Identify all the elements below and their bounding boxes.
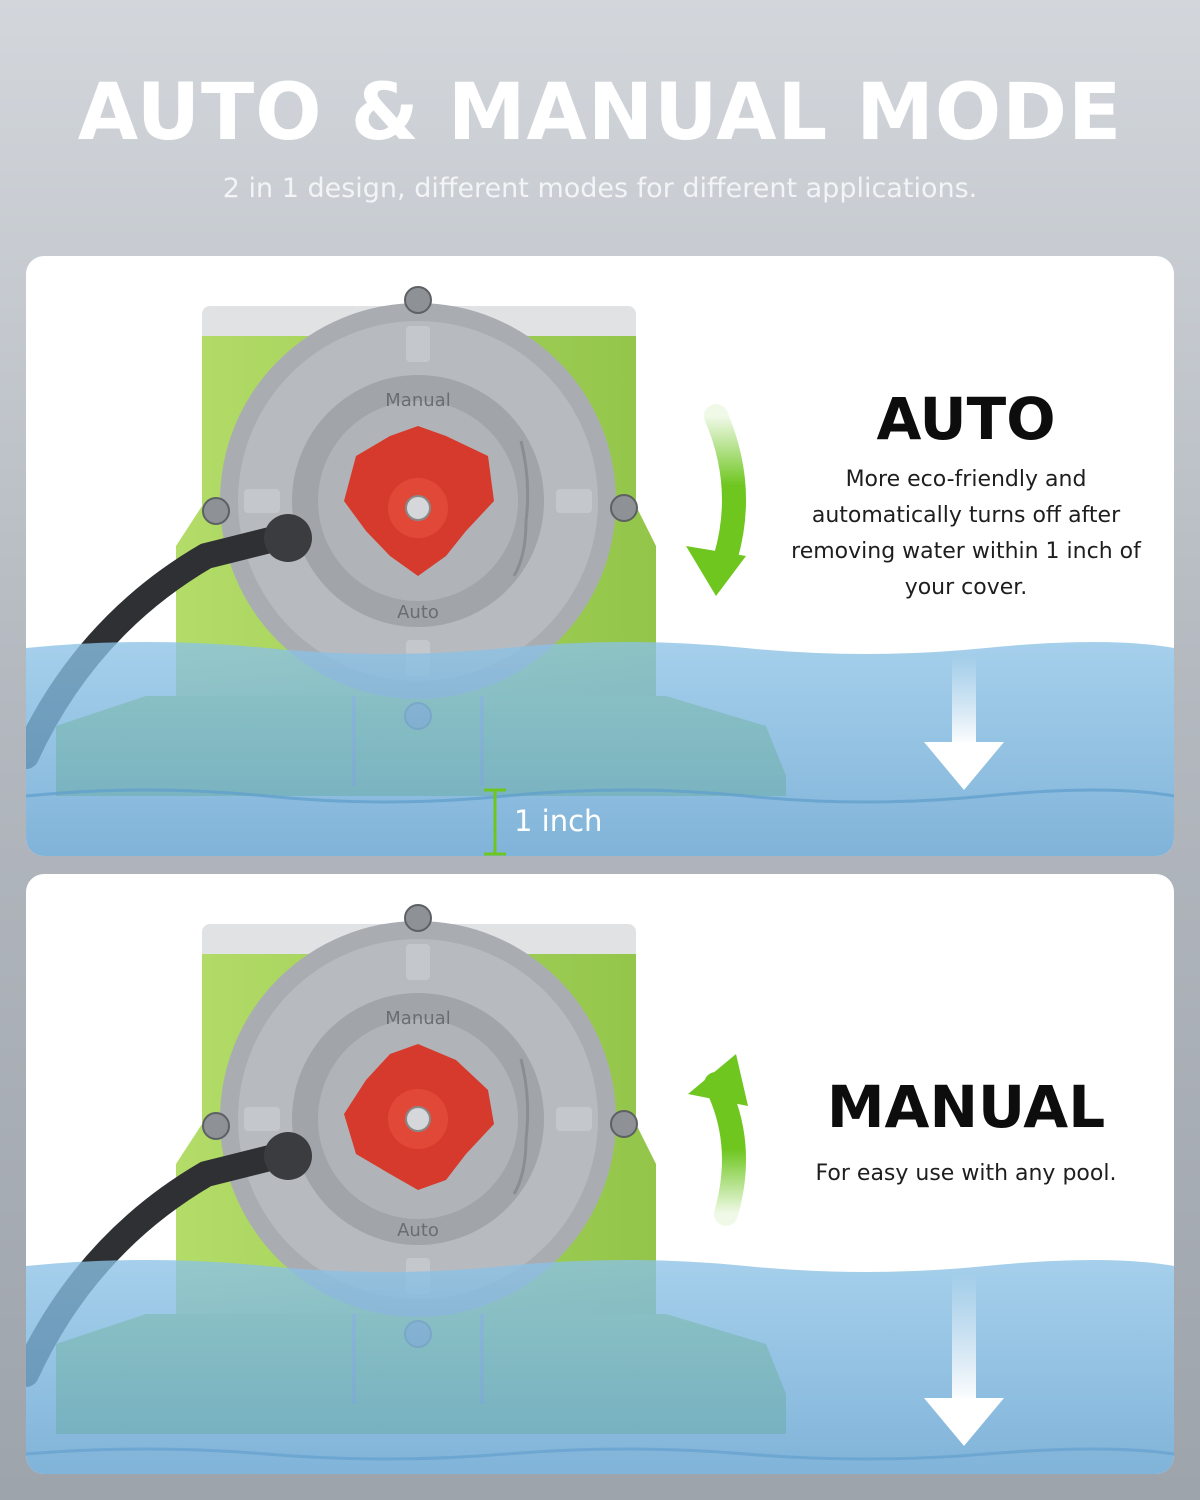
mode-knob-icon[interactable] [344, 1044, 494, 1190]
mode-knob-icon[interactable] [344, 426, 494, 576]
cable-grommet [264, 514, 312, 562]
white-down-arrow-icon [924, 656, 1004, 790]
dial-rotation-arrow-icon [519, 1058, 530, 1140]
manual-pump-illustration: Manual Auto [26, 904, 1174, 1474]
curved-arrow-up-icon [688, 1054, 748, 1226]
dial-rotation-arrow-icon [519, 440, 530, 522]
auto-mode-title: AUTO [876, 385, 1056, 453]
manual-mode-panel: Manual Auto MANUAL For easy use with any… [26, 874, 1174, 1474]
cable-grommet [264, 1132, 312, 1180]
page-title: AUTO & MANUAL MODE [77, 68, 1123, 158]
manual-mode-title: MANUAL [826, 1073, 1106, 1141]
white-down-arrow-icon [924, 1274, 1004, 1446]
dial-label-manual: Manual [385, 1008, 450, 1029]
auto-mode-description: More eco-friendly and automatically turn… [791, 467, 1141, 600]
auto-mode-panel: Manual Auto AUTO More eco-friendly and a… [26, 256, 1174, 856]
page-subtitle: 2 in 1 design, different modes for diffe… [222, 173, 978, 204]
dial-label-manual: Manual [385, 390, 450, 411]
one-inch-marker [484, 788, 506, 856]
dial-label-auto: Auto [397, 602, 439, 623]
auto-pump-illustration: Manual Auto [26, 286, 1174, 856]
one-inch-label: 1 inch [514, 804, 603, 838]
curved-arrow-down-icon [686, 404, 746, 596]
manual-mode-description: For easy use with any pool. [815, 1161, 1117, 1186]
water-surface [26, 1260, 1174, 1474]
dial-label-auto: Auto [397, 1220, 439, 1241]
